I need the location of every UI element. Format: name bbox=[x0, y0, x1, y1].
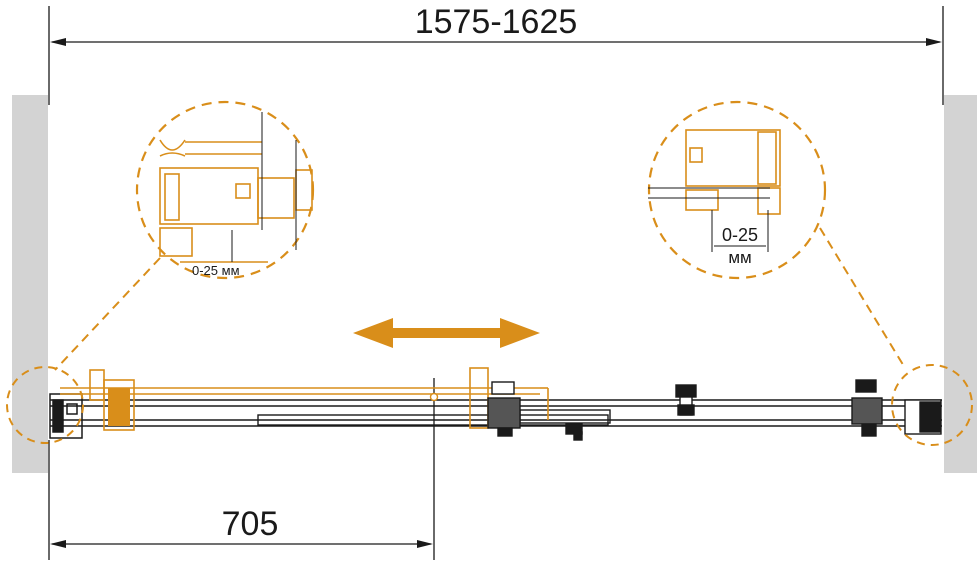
door-width-dimension bbox=[48, 378, 435, 560]
center-roller-assembly bbox=[487, 381, 583, 441]
right-roller-assembly bbox=[851, 379, 942, 437]
right-wall bbox=[944, 95, 977, 473]
double-arrow-icon bbox=[353, 318, 540, 348]
total-width-dimension bbox=[48, 6, 944, 105]
right-target-circle bbox=[891, 364, 973, 446]
left-target-circle bbox=[6, 366, 84, 444]
center-roller-2 bbox=[675, 384, 697, 416]
left-roller bbox=[108, 388, 130, 426]
total-width-label: 1575-1625 bbox=[415, 3, 578, 41]
left-detail-circle bbox=[135, 100, 315, 280]
right-adjust-label: 0-25 bbox=[722, 225, 758, 245]
left-adjust-label: 0-25 мм bbox=[192, 263, 240, 278]
door-width-label: 705 bbox=[222, 505, 279, 543]
right-unit-label: мм bbox=[728, 248, 751, 267]
left-detail-callout: 0-25 мм bbox=[6, 100, 315, 444]
left-wall bbox=[12, 95, 48, 473]
right-detail-circle bbox=[647, 100, 827, 280]
handle-pivot bbox=[429, 392, 439, 402]
sliding-door bbox=[60, 367, 549, 431]
right-detail-callout: 0-25 мм bbox=[647, 100, 973, 446]
